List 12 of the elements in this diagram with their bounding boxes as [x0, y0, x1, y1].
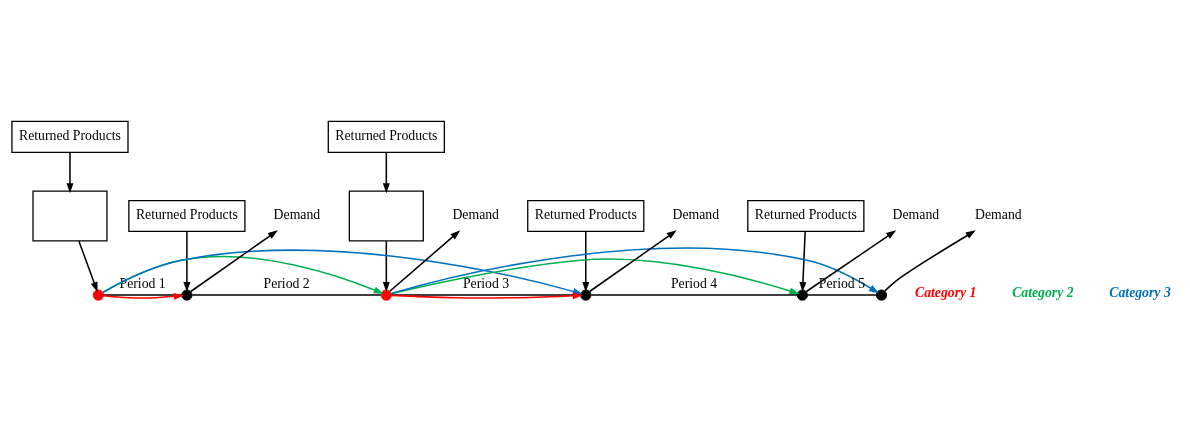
- edge-label: Period 3: [462, 276, 510, 292]
- edge-label: Period 4: [670, 276, 718, 292]
- node-text: Demand: [672, 207, 720, 223]
- node-text: Demand: [975, 207, 1022, 223]
- edge-label: Period 1: [119, 276, 166, 292]
- node-text: Demand: [892, 207, 940, 223]
- node-text: Demand: [452, 207, 500, 223]
- label: Category 3: [1109, 285, 1171, 301]
- label: Category 2: [1012, 285, 1074, 301]
- label: Category 1: [915, 285, 977, 301]
- node-text: Demand: [273, 207, 321, 223]
- edge-label: Period 2: [263, 276, 310, 292]
